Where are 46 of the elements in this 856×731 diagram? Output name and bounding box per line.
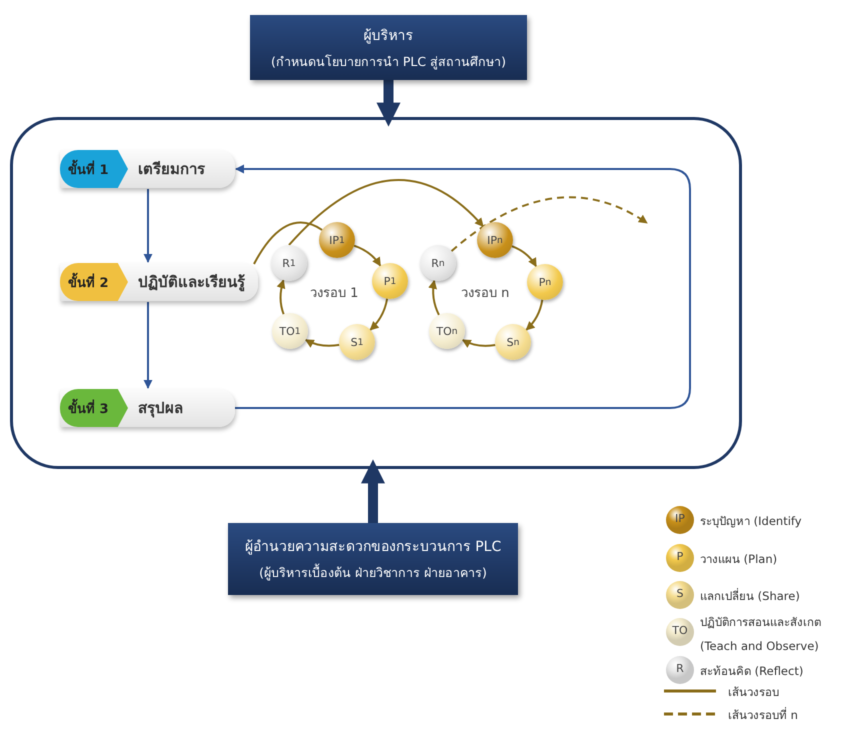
step-badge: ขั้นที่ 1 xyxy=(60,150,128,188)
step-badge: ขั้นที่ 2 xyxy=(60,263,128,301)
step-badge: ขั้นที่ 3 xyxy=(60,389,128,427)
role-description: (ผู้บริหารเบื้องต้น ฝ่ายวิชาการ ฝ่ายอาคาร) xyxy=(259,563,487,582)
cycle-label: วงรอบ 1 xyxy=(310,285,358,303)
legend-text: ปฏิบัติการสอนและสังเกต (Teach and Observe) xyxy=(700,614,822,655)
role-box xyxy=(228,523,518,595)
legend-text: สะท้อนคิด (Reflect) xyxy=(700,663,804,680)
arrow xyxy=(361,459,385,523)
role-box xyxy=(250,15,527,80)
role-description: (กำหนดนโยบายการนำ PLC สู่สถานศึกษา) xyxy=(271,52,506,72)
connector-line xyxy=(253,222,323,264)
step-title: ปฏิบัติและเรียนรู้ xyxy=(137,272,245,294)
arrow xyxy=(428,280,440,316)
step-box xyxy=(60,150,235,188)
legend-text: วางแผน (Plan) xyxy=(700,551,778,568)
arrow xyxy=(144,302,152,389)
arrow xyxy=(370,298,388,331)
arrow xyxy=(288,179,484,246)
arrow xyxy=(354,244,382,267)
arrow xyxy=(376,80,400,127)
cycle-label: วงรอบ n xyxy=(461,285,510,303)
arrow xyxy=(235,164,691,409)
arrow xyxy=(526,300,544,331)
legend-text: แลกเปลี่ยน (Share) xyxy=(700,587,801,605)
step-box xyxy=(60,263,258,301)
legend-text: เส้นวงรอบ xyxy=(728,684,780,701)
process-frame xyxy=(10,117,742,469)
step-title: สรุปผล xyxy=(137,398,183,420)
arrow xyxy=(144,189,152,263)
arrow xyxy=(462,339,496,348)
legend-text: เส้นวงรอบที่ n xyxy=(728,706,799,724)
symbol-letter: R xyxy=(675,662,685,675)
step-box xyxy=(60,389,235,427)
arrow xyxy=(304,338,340,348)
role-title: ผู้อำนวยความสะดวกของกระบวนการ PLC xyxy=(244,538,502,557)
arrow xyxy=(450,196,648,252)
symbol-letter: P xyxy=(676,550,684,563)
legend-text: ระบุปัญหา (Identify xyxy=(700,513,803,530)
symbol-letter: S xyxy=(676,587,684,600)
symbol-letter: TO xyxy=(671,624,689,637)
step-title: เตรียมการ xyxy=(137,159,205,180)
arrow xyxy=(512,245,537,268)
symbol-letter: IP xyxy=(674,512,686,525)
role-title: ผู้บริหาร xyxy=(364,26,414,46)
arrow xyxy=(276,279,286,314)
